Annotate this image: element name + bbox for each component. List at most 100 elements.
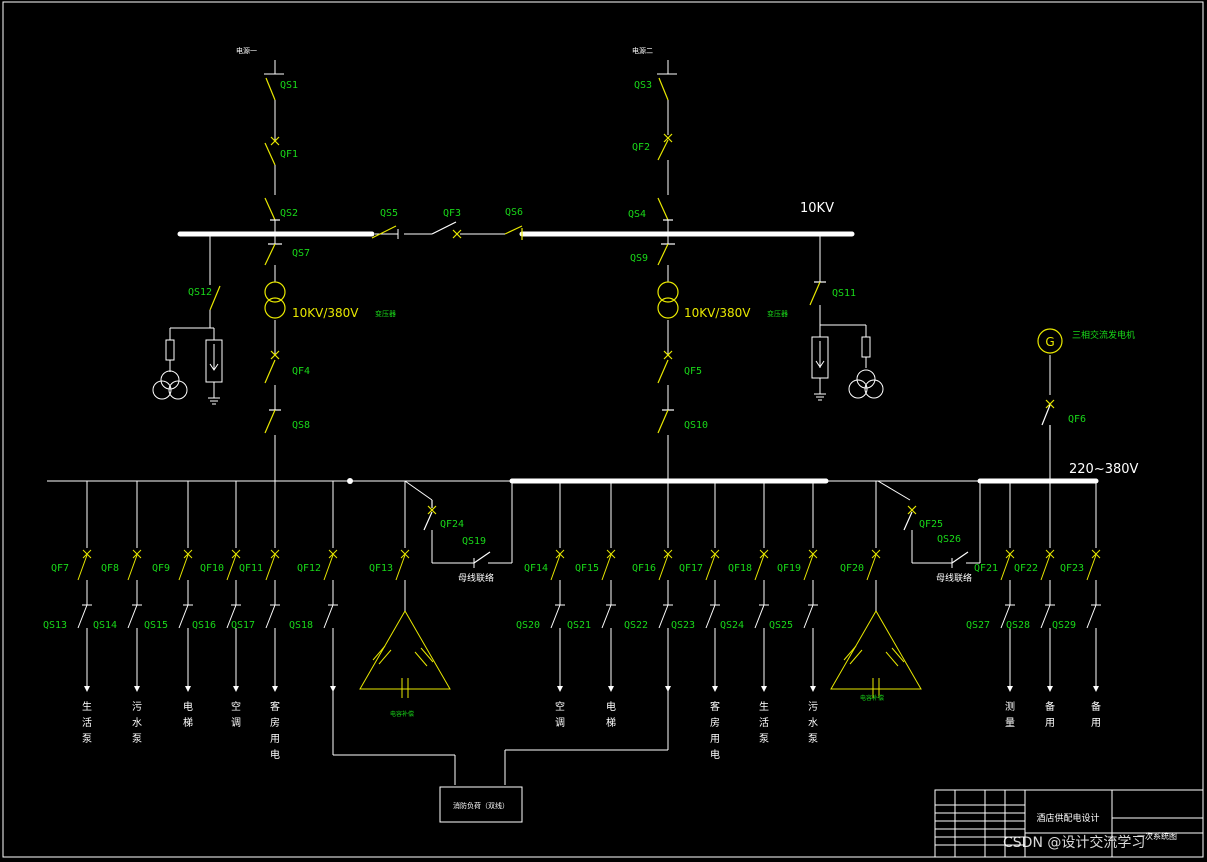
feeder-qf-label: QF8: [101, 563, 119, 574]
feeder-wire: [1040, 604, 1051, 629]
capacitor-plate: [420, 647, 434, 663]
feeder-load-label: 空调: [231, 700, 241, 729]
capacitor-label-1: 电容补偿: [390, 710, 414, 718]
label-QF5: QF5: [684, 366, 702, 377]
feeder-qs-label: QS16: [192, 620, 216, 631]
transformer1-suffix: 变压器: [375, 309, 396, 318]
feeder-load-label: 污水泵: [808, 701, 818, 745]
label-QF25: QF25: [919, 519, 943, 530]
feeder-wire: [759, 549, 769, 559]
label-QS3: QS3: [634, 80, 652, 91]
feeder-load-label: 备用: [1091, 700, 1101, 729]
feeder-qf-label: QF15: [575, 563, 599, 574]
feeder-load-char: 用: [710, 734, 720, 745]
transformer2-suffix: 变压器: [767, 309, 788, 318]
bus-tie-label-1: 母线联络: [458, 572, 494, 584]
feeder-qs-label: QS27: [966, 620, 990, 631]
feeder-wire: [1005, 549, 1015, 559]
feeder-qs-label: QS15: [144, 620, 168, 631]
feeder-qf-label: QF7: [51, 563, 69, 574]
capacitor-banks: [359, 481, 922, 690]
feeder-qf-label: QF21: [974, 563, 998, 574]
feeder-wire: [77, 604, 88, 629]
label-QS10: QS10: [684, 420, 708, 431]
fire-load-box: [439, 786, 523, 823]
feeder-load-char: 房: [710, 716, 720, 729]
feeder-wire: [178, 554, 189, 581]
feeder-wire: [265, 554, 276, 581]
feeder-load-char: 泵: [132, 733, 142, 745]
feeder-wire: [601, 554, 612, 581]
feeder-wire: [323, 604, 334, 629]
feeder-wire: [808, 549, 818, 559]
feeder-wire: [323, 554, 334, 581]
feeder-wire: [178, 604, 189, 629]
feeder-wire: [1000, 554, 1011, 581]
bus-junction-dot: [347, 478, 353, 484]
feeder-qs-label: QS28: [1006, 620, 1030, 631]
lv-bus-label: 220~380V: [1069, 462, 1139, 477]
label-QF24: QF24: [440, 519, 464, 530]
label-QF1: QF1: [280, 149, 298, 160]
feeder-qf-label: QF13: [369, 563, 393, 574]
feeder-wire: [550, 604, 561, 629]
feeder-load-char: 电: [270, 748, 280, 761]
feeder-wire: [395, 554, 406, 581]
feeder-wire: [127, 604, 138, 629]
feeder-qf-label: QF10: [200, 563, 224, 574]
feeder-load-label: 客房用电: [270, 700, 280, 761]
feeder-arrow: [84, 686, 90, 692]
feeder-load-char: 活: [82, 717, 92, 729]
generator-g-glyph: G: [1045, 335, 1054, 349]
feeder-qs-label: QS17: [231, 620, 255, 631]
feeder-qs-label: QS24: [720, 620, 744, 631]
feeder-wire: [866, 554, 877, 581]
feeder-wire: [77, 554, 88, 581]
capacitor-plate: [885, 651, 899, 667]
feeder-load-char: 用: [1091, 718, 1101, 729]
label-QS9: QS9: [630, 253, 648, 264]
feeder-arrow: [557, 686, 563, 692]
feeder-wire: [328, 549, 338, 559]
feeder-load-char: 用: [270, 734, 280, 745]
feeder-wire: [82, 549, 92, 559]
capacitor-plate: [414, 651, 428, 667]
label-QS11: QS11: [832, 288, 856, 299]
feeder-qs-label: QS23: [671, 620, 695, 631]
feeder-load-char: 备: [1045, 700, 1055, 713]
feeder-qs-label: QS20: [516, 620, 540, 631]
feeder-load-label: 生活泵: [82, 700, 92, 745]
title-drawing: 一次系统图: [1137, 831, 1177, 841]
feeder-wire: [183, 549, 193, 559]
capacitor-plate: [843, 645, 857, 661]
feeder-wire: [606, 549, 616, 559]
feeder-wire: [132, 549, 142, 559]
feeder-arrow: [134, 686, 140, 692]
wiring: [47, 60, 1051, 785]
feeder-load-char: 污: [808, 701, 818, 713]
feeder-arrow: [1093, 686, 1099, 692]
bus-tie-label-2: 母线联络: [936, 572, 972, 584]
feeder-load-char: 电: [606, 700, 616, 713]
feeder-wire: [1086, 554, 1097, 581]
feeder-wire: [754, 604, 765, 629]
feeder-load-char: 房: [270, 716, 280, 729]
feeder-load-char: 泵: [759, 733, 769, 745]
feeder-wire: [871, 549, 881, 559]
feeder-wire: [1086, 604, 1097, 629]
feeder-arrow: [1047, 686, 1053, 692]
source1-label: 电源一: [236, 46, 257, 55]
feeder-load-char: 梯: [183, 716, 193, 729]
label-QS1: QS1: [280, 80, 298, 91]
feeder-arrow: [233, 686, 239, 692]
feeder-arrow: [272, 686, 278, 692]
capacitor-plate: [849, 649, 863, 665]
feeder-load-char: 水: [132, 717, 142, 729]
feeder-wire: [710, 549, 720, 559]
feeder-load-label: 生活泵: [759, 700, 769, 745]
feeder-load-char: 活: [759, 717, 769, 729]
feeder-wire: [1091, 549, 1101, 559]
feeder-arrow: [330, 686, 336, 692]
label-QS12: QS12: [188, 287, 212, 298]
